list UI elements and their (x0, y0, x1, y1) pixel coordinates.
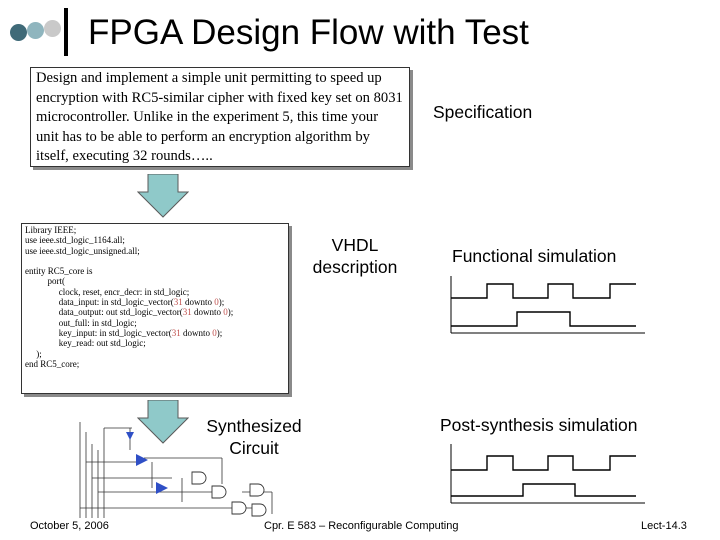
code-punct: ); (218, 297, 225, 308)
down-arrow-1 (137, 174, 189, 218)
label-vhdl-line2: description (312, 257, 398, 277)
label-synthesized-circuit: Synthesized Circuit (192, 415, 316, 459)
code-keyword: downto (180, 327, 213, 338)
code-number: 31 (171, 327, 181, 338)
synthesized-circuit-schematic (79, 422, 273, 518)
code-punct: ); (227, 307, 234, 318)
footer-course: Cpr. E 583 – Reconfigurable Computing (264, 520, 459, 532)
label-post-synthesis-simulation: Post-synthesis simulation (440, 415, 638, 435)
code-line: ); (36, 348, 42, 359)
slide-title: FPGA Design Flow with Test (88, 13, 529, 52)
code-number: 0 (223, 307, 228, 318)
label-specification: Specification (433, 102, 533, 122)
code-line: clock, reset, encr_decr: in std_logic; (58, 286, 190, 297)
code-line: use ieee.std_logic_unsigned.all; (25, 245, 140, 256)
decor-dot-dark (10, 24, 27, 41)
functional-sim-waveform (450, 276, 645, 334)
decor-dot-light (44, 20, 61, 37)
footer-page-number: Lect-14.3 (641, 520, 687, 532)
code-line: Library IEEE; (25, 225, 77, 235)
footer-date: October 5, 2006 (30, 520, 109, 532)
code-line: entity RC5_core is (25, 266, 93, 277)
code-number: 31 (173, 297, 183, 308)
down-arrow-2 (137, 400, 189, 444)
code-punct: ); (216, 327, 223, 338)
decor-dot-mid (27, 22, 44, 39)
code-line: port( (47, 276, 66, 287)
code-number: 31 (182, 307, 192, 318)
code-line: key_read: out std_logic; (58, 338, 146, 349)
code-line: use ieee.std_logic_1164.all; (25, 235, 125, 246)
code-keyword: downto (191, 307, 224, 318)
label-functional-simulation: Functional simulation (452, 246, 617, 266)
label-vhdl-description: VHDL description (300, 234, 410, 278)
title-divider (64, 8, 68, 56)
code-line: key_input: in std_logic_vector( (58, 327, 172, 338)
label-vhdl-line1: VHDL (331, 235, 379, 255)
label-synth-line2: Circuit (229, 438, 279, 458)
code-number: 0 (214, 297, 219, 308)
code-line: end RC5_core; (25, 358, 80, 369)
code-line: data_output: out std_logic_vector( (58, 307, 183, 318)
code-number: 0 (212, 327, 217, 338)
code-line: data_input: in std_logic_vector( (58, 297, 174, 308)
specification-box: Design and implement a simple unit permi… (30, 67, 410, 167)
label-synth-line1: Synthesized (206, 416, 302, 436)
code-keyword: downto (182, 297, 215, 308)
code-line: out_full: in std_logic; (58, 317, 137, 328)
vhdl-code-box: Library IEEE; use ieee.std_logic_1164.al… (21, 223, 289, 394)
post-synthesis-waveform (450, 444, 645, 504)
